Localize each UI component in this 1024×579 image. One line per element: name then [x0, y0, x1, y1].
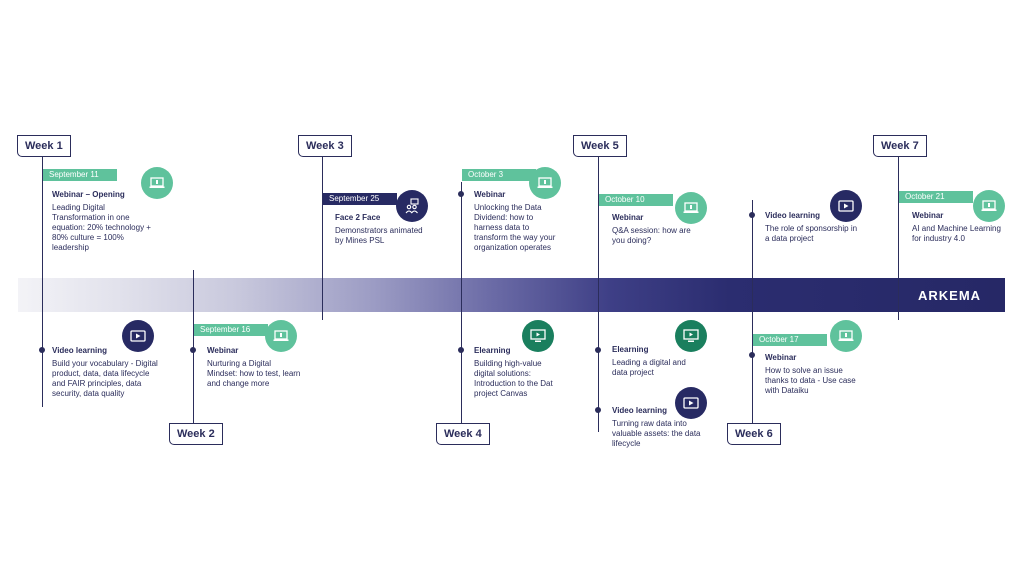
date-tag: September 25 — [323, 193, 397, 205]
timeline-dot — [749, 352, 755, 358]
people-board-icon — [396, 190, 428, 222]
laptop-icon — [265, 320, 297, 352]
item-desc: How to solve an issue thanks to data - U… — [765, 366, 856, 395]
date-tag: October 10 — [599, 194, 673, 206]
item-desc: Leading a digital and data project — [612, 358, 686, 377]
timeline-dot — [190, 347, 196, 353]
laptop-icon — [675, 192, 707, 224]
timeline-dot — [595, 347, 601, 353]
item-desc: The role of sponsorship in a data projec… — [765, 224, 858, 243]
item-desc: Turning raw data into valuable assets: t… — [612, 419, 701, 448]
brand-logo: ARKEMA — [918, 288, 982, 303]
timeline-band — [18, 278, 1005, 312]
week-3-label: Week 3 — [298, 135, 352, 157]
item-title: Elearning — [474, 346, 511, 355]
timeline-dot — [458, 347, 464, 353]
item-title: Video learning — [765, 211, 820, 220]
week-1-label: Week 1 — [17, 135, 71, 157]
monitor-play-icon — [675, 320, 707, 352]
week3-connector — [322, 157, 323, 320]
item-desc: AI and Machine Learning for industry 4.0 — [912, 224, 1001, 243]
item-title: Webinar – Opening — [52, 190, 125, 199]
item-title: Elearning — [612, 345, 649, 354]
week6-connector — [752, 200, 753, 430]
item-title: Webinar — [474, 190, 506, 199]
item-title: Video learning — [52, 346, 107, 355]
item-desc: Unlocking the Data Dividend: how to harn… — [474, 203, 556, 252]
week-2-label: Week 2 — [169, 423, 223, 445]
laptop-icon — [529, 167, 561, 199]
laptop-icon — [973, 190, 1005, 222]
video-icon — [122, 320, 154, 352]
week1-connector — [42, 157, 43, 407]
date-tag: October 3 — [462, 169, 536, 181]
timeline-dot — [595, 407, 601, 413]
date-tag: September 16 — [194, 324, 268, 336]
item-title: Webinar — [912, 211, 944, 220]
item-desc: Demonstrators animated by Mines PSL — [335, 226, 423, 245]
date-tag: September 11 — [43, 169, 117, 181]
item-desc: Q&A session: how are you doing? — [612, 226, 691, 245]
date-tag: October 17 — [753, 334, 827, 346]
week-5-label: Week 5 — [573, 135, 627, 157]
item-title: Video learning — [612, 406, 667, 415]
item-title: Webinar — [612, 213, 644, 222]
item-desc: Building high-value digital solutions: I… — [474, 359, 553, 398]
timeline-dot — [749, 212, 755, 218]
item-title: Webinar — [765, 353, 797, 362]
item-title: Face 2 Face — [335, 213, 381, 222]
item-desc: Leading Digital Transformation in one eq… — [52, 203, 151, 252]
week-4-label: Week 4 — [436, 423, 490, 445]
monitor-play-icon — [522, 320, 554, 352]
laptop-icon — [830, 320, 862, 352]
week7-connector — [898, 157, 899, 320]
video-icon — [675, 387, 707, 419]
video-icon — [830, 190, 862, 222]
timeline-dot — [39, 347, 45, 353]
timeline-dot — [458, 191, 464, 197]
week-7-label: Week 7 — [873, 135, 927, 157]
item-title: Webinar — [207, 346, 239, 355]
date-tag: October 21 — [899, 191, 973, 203]
laptop-icon — [141, 167, 173, 199]
week-6-label: Week 6 — [727, 423, 781, 445]
item-desc: Nurturing a Digital Mindset: how to test… — [207, 359, 301, 388]
week4-connector — [461, 182, 462, 430]
item-desc: Build your vocabulary - Digital product,… — [52, 359, 158, 398]
week5-connector — [598, 157, 599, 432]
